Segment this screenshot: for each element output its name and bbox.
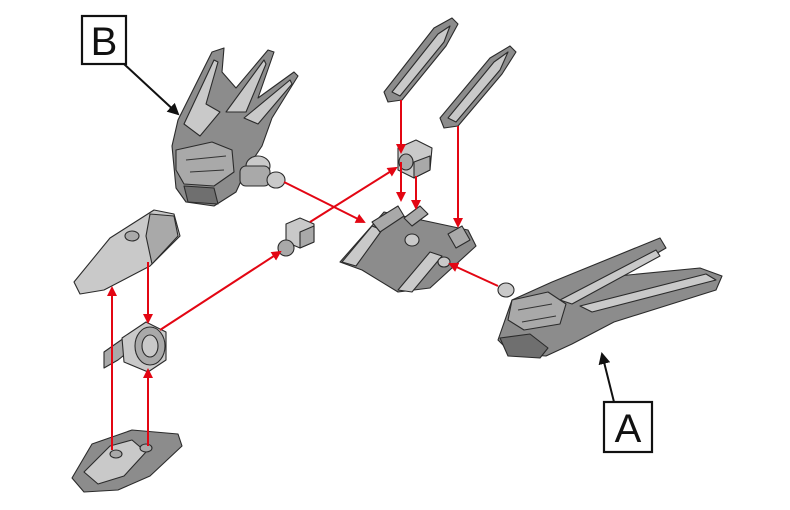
center-frame-socket (404, 233, 420, 247)
part-a-detail-lines (517, 303, 557, 323)
center-frame-post-2 (403, 205, 429, 227)
cylinder-joint-core (141, 334, 159, 358)
part-b-blade-1 (183, 59, 221, 137)
cylinder-joint (103, 321, 167, 373)
part-a-base (499, 333, 549, 359)
label-a-box (602, 400, 654, 454)
center-frame (339, 205, 477, 293)
center-frame-post-3 (447, 225, 471, 249)
part-b-front-plate (175, 141, 235, 187)
label-b-box (80, 14, 128, 66)
top-blade-left-face (391, 25, 451, 97)
top-blade-right (439, 45, 517, 129)
bottom-base-peg-2 (139, 443, 153, 453)
label-a-text: A (615, 407, 642, 451)
part-a-wing-assembly (497, 237, 723, 359)
label-a-leader-line (598, 352, 615, 403)
arrow-part-a-to-frame (448, 262, 499, 287)
middle-peg-side (299, 225, 315, 249)
assembly-arrows (107, 100, 499, 450)
arrow-peg-to-connector (309, 166, 398, 223)
part-a-blade-2 (579, 273, 717, 313)
part-b-blade-2 (225, 59, 267, 113)
part-b-base (183, 185, 219, 205)
nose-cone-rear (145, 213, 179, 265)
middle-peg-ball (277, 239, 295, 257)
bottom-base (71, 429, 183, 493)
center-frame-post-1 (371, 205, 405, 233)
part-a-blade-1 (559, 249, 661, 305)
label-b-leader-line (123, 63, 180, 116)
upper-connector-hole (398, 153, 414, 171)
nose-cone-hole (124, 230, 140, 242)
label-b-text: B (91, 20, 118, 64)
arrow-part-b-to-frame (283, 181, 366, 223)
label-b-callout: B (80, 14, 180, 116)
part-b-connector (239, 165, 271, 187)
part-b-wing-assembly (171, 47, 299, 207)
part-b-detail-lines (185, 155, 227, 173)
label-a-callout: A (598, 352, 654, 454)
nose-cone-cover (73, 209, 181, 295)
part-a-peg (497, 282, 515, 298)
part-b-peg (266, 171, 286, 189)
part-a-head (507, 291, 567, 331)
center-frame-leg-right (397, 251, 443, 293)
center-upper-connector (397, 139, 433, 179)
arrow-cylinder-to-peg (159, 250, 282, 331)
middle-peg (277, 217, 315, 257)
top-blade-left (383, 17, 459, 103)
center-frame-pin (437, 256, 451, 268)
part-b-blade-3 (243, 79, 293, 125)
bottom-base-peg-1 (109, 449, 123, 459)
part-a-body (497, 237, 723, 357)
upper-connector-side (413, 155, 431, 179)
top-blade-right-face (447, 51, 509, 123)
